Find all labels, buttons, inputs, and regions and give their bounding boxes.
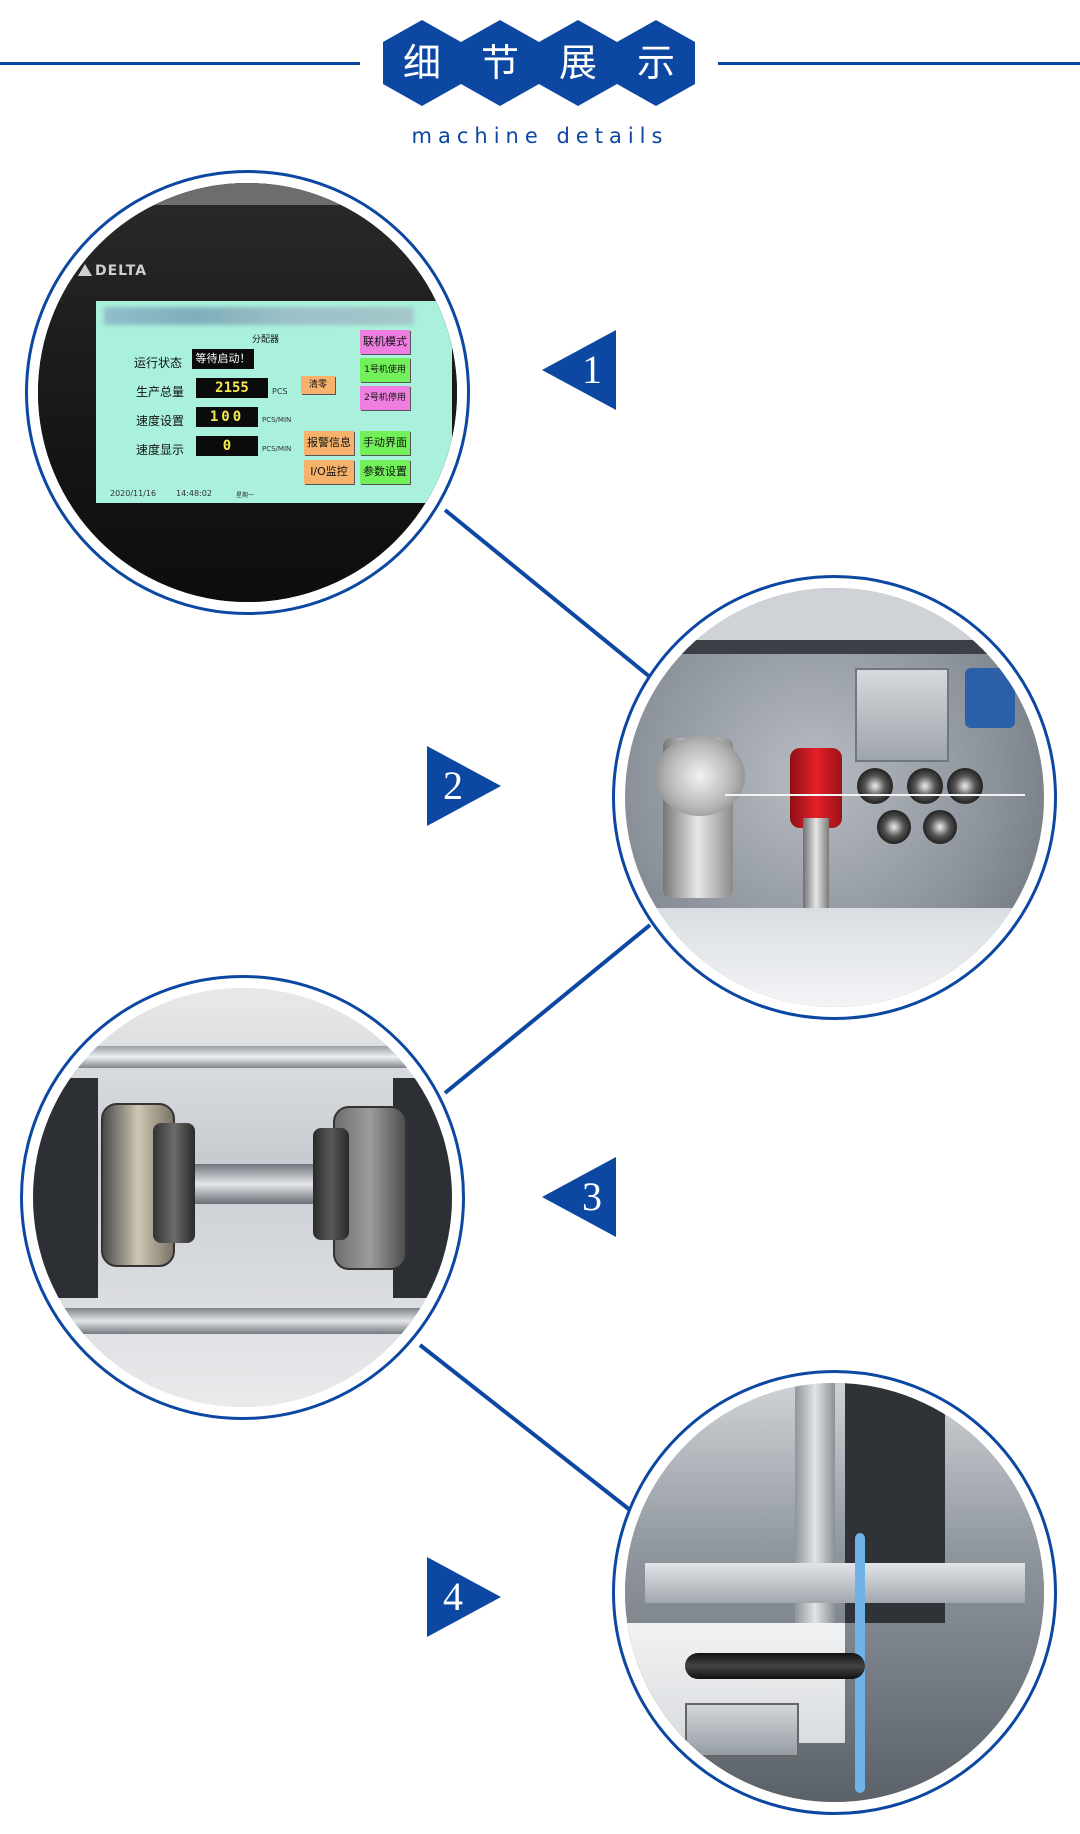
guide-wheel-3 — [947, 768, 983, 804]
manual-screen-button[interactable]: 手动界面 — [360, 431, 410, 455]
cylinder-block — [685, 1703, 799, 1757]
marker-number: 3 — [582, 1174, 602, 1219]
delta-brand-text: DELTA — [95, 263, 148, 279]
title-hexagon-2: 节 — [459, 18, 541, 108]
header-line-right — [718, 62, 1080, 65]
marker-2: 2 — [423, 746, 503, 826]
roller-assembly-photo — [625, 588, 1044, 1007]
screen-date: 2020/11/16 — [110, 489, 157, 498]
panel-top-strip — [38, 183, 457, 205]
hmi-screen[interactable]: 分配器 运行状态 等待启动！ 生产总量 2155 PCS 清零 速度设置 100… — [96, 301, 452, 503]
machine-1-enable-button[interactable]: 1号机使用 — [360, 358, 410, 382]
machine-2-disable-button[interactable]: 2号机停用 — [360, 386, 410, 410]
blue-cylinder — [965, 668, 1015, 728]
blurred-title-bar — [104, 307, 414, 325]
marker-number: 2 — [443, 763, 463, 808]
status-label: 运行状态 — [134, 356, 183, 370]
speed-set-label: 速度设置 — [136, 414, 185, 428]
marker-number: 4 — [443, 1574, 463, 1619]
io-monitor-button[interactable]: I/O监控 — [304, 460, 354, 484]
guide-wheel-2 — [907, 768, 943, 804]
speed-set-value[interactable]: 100 — [196, 407, 258, 427]
bracket-block — [855, 668, 949, 762]
parameter-settings-button[interactable]: 参数设置 — [360, 460, 410, 484]
alarm-info-button[interactable]: 报警信息 — [304, 431, 354, 455]
title-hexagon-1: 细 — [381, 18, 463, 108]
speed-show-label: 速度显示 — [136, 443, 185, 457]
marker-number: 1 — [582, 347, 602, 392]
clear-button[interactable]: 清零 — [301, 376, 335, 394]
header-line-left — [0, 62, 360, 65]
horizontal-slide — [645, 1563, 1025, 1603]
status-value: 等待启动！ — [192, 349, 254, 369]
title-char: 节 — [480, 41, 519, 85]
guide-wheel-1 — [857, 768, 893, 804]
black-roller — [685, 1653, 865, 1679]
screen-title-suffix: 分配器 — [252, 335, 280, 345]
upper-rod — [33, 1046, 452, 1068]
title-char: 细 — [402, 41, 441, 85]
right-hub — [313, 1128, 349, 1240]
frame-bar — [625, 640, 1044, 654]
marker-1: 1 — [540, 330, 620, 410]
ear-loop-wire — [725, 794, 1025, 796]
marker-3: 3 — [540, 1157, 620, 1237]
speed-show-value: 0 — [196, 436, 258, 456]
control-panel-photo: DELTA 分配器 运行状态 等待启动！ 生产总量 2155 PCS 清零 速度… — [38, 183, 457, 602]
speed-show-unit: PCS/MIN — [262, 445, 292, 453]
embossing-roller-photo — [33, 988, 452, 1407]
total-unit: PCS — [272, 387, 288, 396]
title-char: 展 — [558, 41, 597, 85]
online-mode-button[interactable]: 联机模式 — [360, 330, 410, 354]
title-hexagon-4: 示 — [615, 18, 697, 108]
title-char: 示 — [636, 41, 675, 85]
total-label: 生产总量 — [136, 385, 185, 399]
guide-wheel-4 — [877, 810, 911, 844]
delta-logo: DELTA — [78, 263, 147, 279]
screen-time: 14:48:02 — [176, 489, 212, 498]
title-hexagon-3: 展 — [537, 18, 619, 108]
left-collar — [655, 736, 745, 816]
left-frame — [33, 1078, 98, 1298]
marker-4: 4 — [423, 1557, 503, 1637]
red-roller — [790, 748, 842, 828]
speed-set-unit: PCS/MIN — [262, 416, 292, 424]
pneumatic-assembly-photo — [625, 1383, 1044, 1802]
lower-rod — [33, 1308, 452, 1334]
screen-day: 星期一 — [236, 492, 255, 499]
delta-logo-icon — [78, 264, 92, 276]
fabric-bottom — [625, 908, 1044, 1007]
frame-top — [625, 588, 1044, 650]
guide-wheel-5 — [923, 810, 957, 844]
page-subtitle: machine details — [411, 124, 669, 148]
total-value: 2155 — [196, 378, 268, 398]
left-hub — [153, 1123, 195, 1243]
